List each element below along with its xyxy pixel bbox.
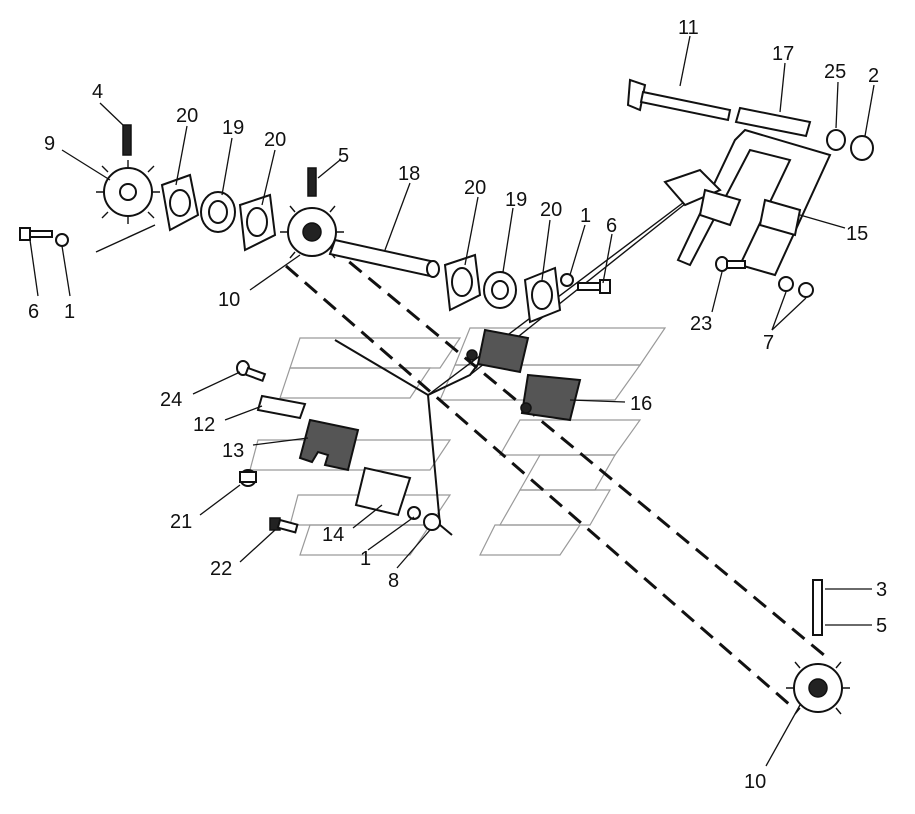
label-14: 14 bbox=[322, 524, 344, 546]
pin-4 bbox=[122, 124, 132, 156]
sprocket-9 bbox=[96, 160, 160, 224]
label-25: 25 bbox=[824, 61, 846, 83]
bolt-11 bbox=[626, 78, 732, 122]
label-5: 5 bbox=[876, 615, 887, 637]
nut-2 bbox=[850, 135, 874, 161]
pad-16 bbox=[476, 328, 530, 374]
leader-lines bbox=[29, 35, 875, 767]
label-12: 12 bbox=[193, 414, 215, 436]
label-8: 8 bbox=[388, 570, 399, 592]
part-labels: 4 9 20 19 20 5 18 20 19 20 1 6 11 17 25 … bbox=[28, 17, 887, 793]
pin-5 bbox=[307, 167, 317, 197]
label-23: 23 bbox=[690, 313, 712, 335]
bolt-23 bbox=[715, 256, 746, 272]
label-9: 9 bbox=[44, 133, 55, 155]
chain-path bbox=[285, 244, 831, 707]
label-13: 13 bbox=[222, 440, 244, 462]
label-24: 24 bbox=[160, 389, 182, 411]
pad-13 bbox=[298, 418, 360, 472]
label-5: 5 bbox=[338, 145, 349, 167]
bolt-21 bbox=[239, 469, 257, 487]
bearing-inner bbox=[208, 200, 228, 224]
nut-7 bbox=[778, 276, 794, 292]
nut-8 bbox=[423, 513, 441, 531]
plate-14 bbox=[354, 466, 412, 517]
nut-7-b bbox=[798, 282, 814, 298]
label-6: 6 bbox=[606, 215, 617, 237]
label-3: 3 bbox=[876, 579, 887, 601]
flange-hole bbox=[169, 189, 191, 217]
label-18: 18 bbox=[398, 163, 420, 185]
bolt-24 bbox=[236, 360, 267, 383]
label-7: 7 bbox=[763, 332, 774, 354]
washer-1-c bbox=[407, 506, 421, 520]
label-19: 19 bbox=[222, 117, 244, 139]
bolt-22 bbox=[269, 517, 299, 534]
clamp-12 bbox=[256, 394, 307, 420]
label-4: 4 bbox=[92, 81, 103, 103]
label-20: 20 bbox=[540, 199, 562, 221]
label-16: 16 bbox=[630, 393, 652, 415]
label-10: 10 bbox=[744, 771, 766, 793]
label-1: 1 bbox=[580, 205, 591, 227]
label-20: 20 bbox=[264, 129, 286, 151]
pad-16-b bbox=[520, 373, 582, 422]
shaft-18 bbox=[328, 238, 440, 278]
sprocket-10-lower bbox=[786, 661, 850, 715]
label-1: 1 bbox=[64, 301, 75, 323]
pin-3 bbox=[812, 579, 823, 636]
label-1: 1 bbox=[360, 548, 371, 570]
label-20: 20 bbox=[176, 105, 198, 127]
nut-16-b bbox=[520, 402, 532, 414]
washer-1-b bbox=[560, 273, 574, 287]
washer-25 bbox=[826, 129, 846, 151]
label-10: 10 bbox=[218, 289, 240, 311]
nut-16 bbox=[466, 349, 478, 361]
pin-17 bbox=[734, 106, 812, 138]
washer-1 bbox=[55, 233, 69, 247]
label-15: 15 bbox=[846, 223, 868, 245]
bolt-6-b bbox=[577, 279, 611, 294]
flange-d-hole bbox=[531, 280, 553, 310]
label-19: 19 bbox=[505, 189, 527, 211]
sprocket-10-upper bbox=[280, 205, 344, 259]
label-11: 11 bbox=[678, 17, 699, 39]
label-20: 20 bbox=[464, 177, 486, 199]
label-17: 17 bbox=[772, 43, 794, 65]
flange-b-hole bbox=[246, 207, 268, 237]
label-21: 21 bbox=[170, 511, 192, 533]
label-22: 22 bbox=[210, 558, 232, 580]
label-6: 6 bbox=[28, 301, 39, 323]
bolt-6 bbox=[19, 227, 53, 241]
flange-c-hole bbox=[451, 267, 473, 297]
bearing-b-inner bbox=[491, 280, 509, 300]
tensioner-bracket-15 bbox=[663, 128, 832, 277]
label-2: 2 bbox=[868, 65, 879, 87]
